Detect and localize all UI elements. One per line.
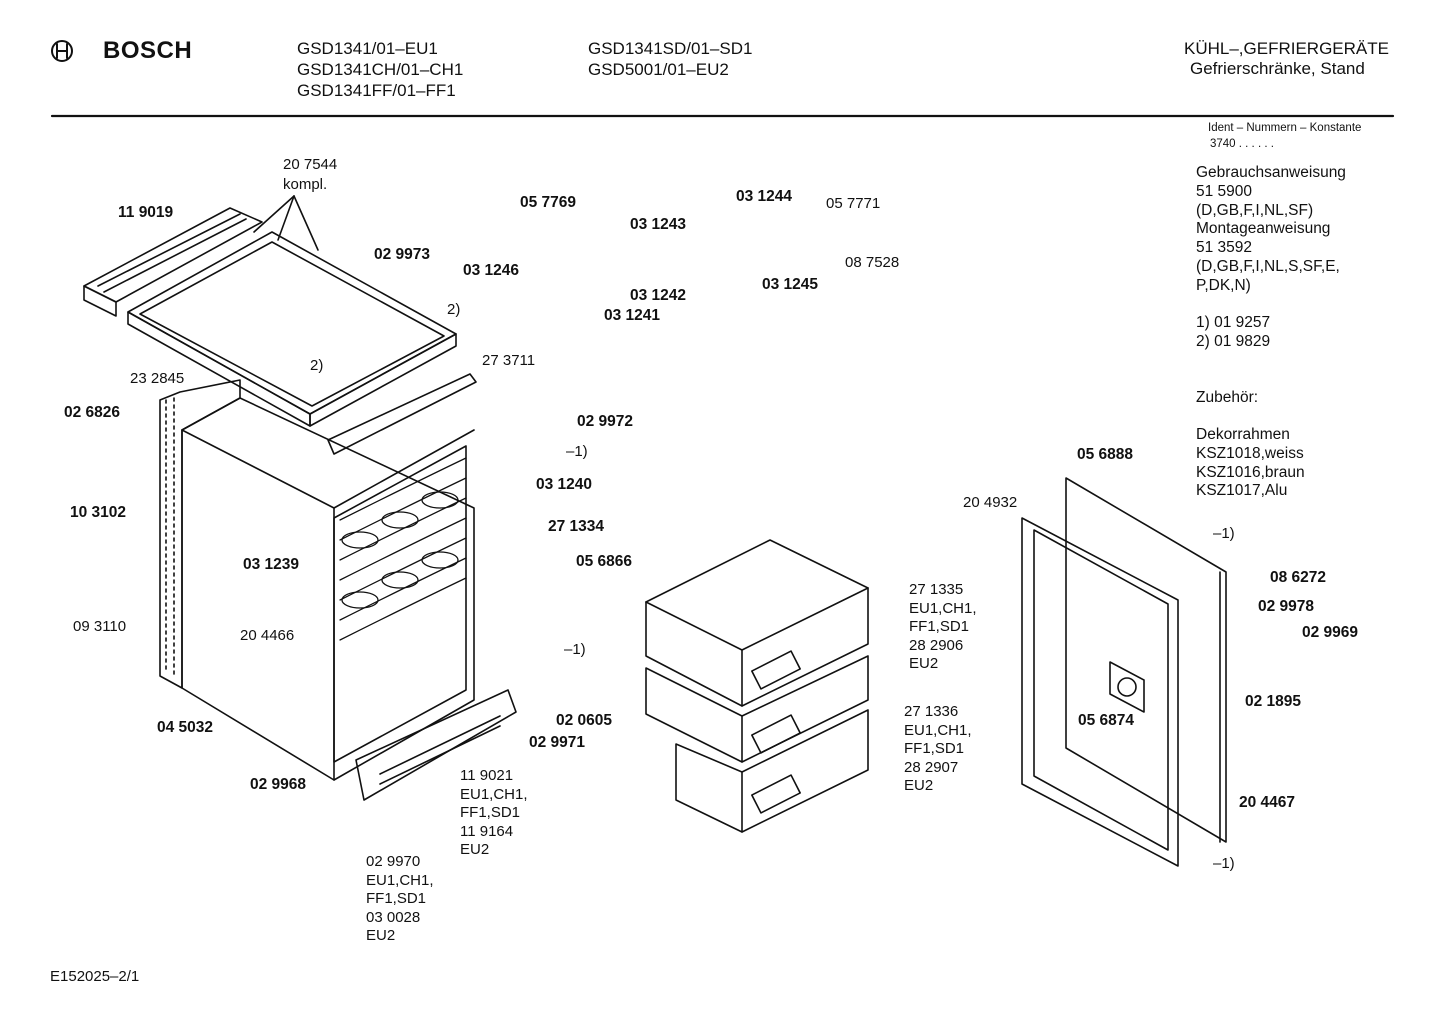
model-list-1: GSD1341/01–EU1 GSD1341CH/01–CH1 GSD1341F…	[297, 38, 463, 101]
ref-1-c: –1)	[1213, 525, 1235, 542]
ref-1-b: –1)	[564, 641, 586, 658]
model-code: GSD1341CH/01–CH1	[297, 60, 464, 79]
drawer-bottom-shape	[675, 709, 869, 833]
part-label-271334: 27 1334	[548, 518, 605, 535]
part-label-031241: 03 1241	[604, 307, 661, 324]
part-label-026826: 02 6826	[64, 404, 121, 421]
document-id: E152025–2/1	[50, 968, 140, 985]
category-title: KÜHL–,GEFRIERGERÄTE	[1184, 39, 1389, 58]
part-label-029971: 02 9971	[529, 734, 586, 751]
info-line: 51 3592	[1196, 239, 1253, 257]
accessories-title: Zubehör:	[1196, 389, 1259, 406]
part-label-029968: 02 9968	[250, 776, 307, 793]
evaporator-shelves-shape	[339, 457, 467, 641]
part-label-086272: 08 6272	[1270, 569, 1327, 586]
part-label-021895: 02 1895	[1245, 693, 1302, 710]
info-line: 51 5900	[1196, 182, 1253, 200]
part-label-056866: 05 6866	[576, 553, 633, 570]
part-block-029970: 02 9970 EU1,CH1, FF1,SD1 03 0028 EU2	[366, 853, 434, 944]
rail-shape	[327, 373, 477, 455]
model-code: GSD1341SD/01–SD1	[588, 39, 753, 58]
note-2: 2) 01 9829	[1196, 333, 1271, 350]
ref-1-d: –1)	[1213, 855, 1235, 872]
accessory-item: KSZ1016,braun	[1196, 463, 1305, 481]
part-label-029978: 02 9978	[1258, 598, 1315, 615]
part-label-031245: 03 1245	[762, 276, 819, 293]
cabinet-body-shape	[181, 397, 475, 781]
part-label-087528: 08 7528	[845, 254, 900, 271]
part-label-031246: 03 1246	[463, 262, 520, 279]
accessory-item: Dekorrahmen	[1196, 426, 1290, 443]
part-label-029973: 02 9973	[374, 246, 431, 263]
part-label-232845: 23 2845	[130, 370, 185, 387]
accessory-item: KSZ1017,Alu	[1196, 482, 1288, 500]
part-block-119021: 11 9021 EU1,CH1, FF1,SD1 11 9164 EU2	[460, 767, 528, 858]
category-subtitle: Gefrierschränke, Stand	[1190, 59, 1365, 78]
part-label-057771: 05 7771	[826, 195, 881, 212]
part-label-103102: 10 3102	[70, 504, 127, 521]
accessory-item: KSZ1018,weiss	[1196, 444, 1304, 462]
part-label-029969: 02 9969	[1302, 624, 1359, 641]
part-label-kompl: kompl.	[283, 176, 328, 193]
info-line: Montageanweisung	[1196, 220, 1331, 238]
part-label-273711: 27 3711	[482, 352, 536, 369]
drawer-top-shape	[645, 539, 869, 707]
model-list-2: GSD1341SD/01–SD1 GSD5001/01–EU2	[588, 38, 752, 80]
part-label-020605: 02 0605	[556, 712, 613, 729]
part-label-056888: 05 6888	[1077, 446, 1134, 463]
manual-info: Gebrauchsanweisung 51 5900 (D,GB,F,I,NL,…	[1196, 164, 1346, 296]
ident-value: 3740 . . . . . .	[1210, 138, 1274, 150]
info-line: Gebrauchsanweisung	[1196, 164, 1346, 181]
condenser-coil-shape	[159, 379, 241, 689]
part-label-207544: 20 7544	[283, 156, 338, 173]
brand-name: BOSCH	[103, 37, 193, 64]
top-lid-shape	[127, 231, 457, 427]
door-shape	[1021, 477, 1227, 867]
part-label-045032: 04 5032	[157, 719, 214, 736]
info-line: P,DK,N)	[1196, 276, 1251, 294]
note-1: 1) 01 9257	[1196, 314, 1271, 331]
part-label-031242: 03 1242	[630, 287, 687, 304]
part-label-031244: 03 1244	[736, 188, 793, 205]
accessories-list: Dekorrahmen KSZ1018,weiss KSZ1016,braun …	[1196, 426, 1305, 501]
part-label-057769: 05 7769	[520, 194, 577, 211]
bosch-logo-icon	[51, 40, 73, 62]
model-code: GSD1341/01–EU1	[297, 39, 438, 58]
part-label-031240: 03 1240	[536, 476, 593, 493]
model-code: GSD1341FF/01–FF1	[297, 81, 456, 100]
part-label-119019: 11 9019	[118, 204, 174, 221]
ref-1-a: –1)	[566, 443, 588, 460]
part-label-056874: 05 6874	[1078, 712, 1135, 729]
ref-2-a: 2)	[447, 301, 461, 318]
part-label-093110: 09 3110	[73, 618, 127, 635]
part-label-204932: 20 4932	[963, 494, 1018, 511]
bottom-grille-shape	[355, 689, 517, 801]
model-code: GSD5001/01–EU2	[588, 60, 729, 79]
info-line: (D,GB,F,I,NL,S,SF,E,	[1196, 257, 1340, 275]
part-label-029972: 02 9972	[577, 413, 634, 430]
part-label-031243: 03 1243	[630, 216, 687, 233]
ident-title: Ident – Nummern – Konstante	[1208, 122, 1362, 134]
part-label-204467: 20 4467	[1239, 794, 1296, 811]
part-block-271335: 27 1335 EU1,CH1, FF1,SD1 28 2906 EU2	[909, 581, 977, 672]
info-line: (D,GB,F,I,NL,SF)	[1196, 201, 1314, 219]
drawer-middle-shape	[645, 655, 869, 763]
part-block-271336: 27 1336 EU1,CH1, FF1,SD1 28 2907 EU2	[904, 703, 972, 794]
part-label-031239: 03 1239	[243, 556, 300, 573]
part-label-204466: 20 4466	[240, 627, 295, 644]
top-grille-shape	[83, 207, 263, 317]
ref-2-b: 2)	[310, 357, 324, 374]
